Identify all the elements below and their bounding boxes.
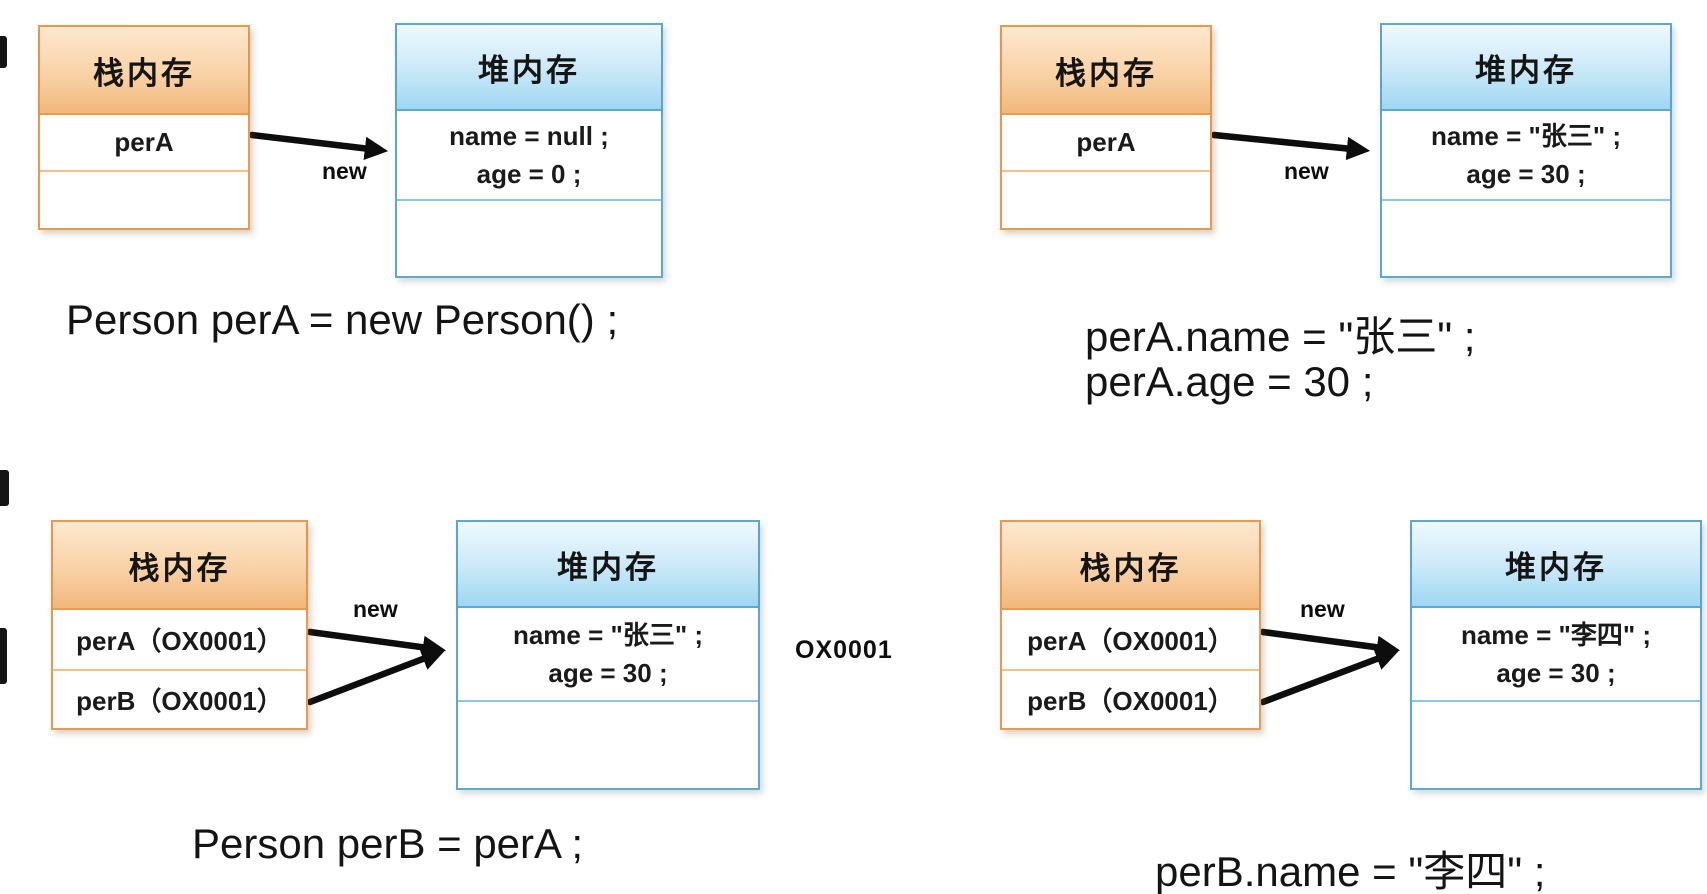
screen-edge-artifact <box>0 628 7 684</box>
stack-memory-header: 栈内存 <box>53 522 306 610</box>
code-caption-step2-line2: perA.age = 30 ; <box>1085 358 1374 405</box>
heap-empty-slot <box>397 201 661 276</box>
heap-field-age: age = 0 ; <box>476 159 582 189</box>
heap-memory-box: 堆内存 name = "李四" ; age = 30 ; <box>1410 520 1702 790</box>
stack-row-perA: perA（OX0001） <box>1002 610 1259 671</box>
new-keyword-label: new <box>1300 596 1345 622</box>
code-caption-step4: perB.name = "李四" ; <box>1155 848 1546 894</box>
stack-memory-box: 栈内存 perA <box>1000 25 1212 230</box>
heap-memory-header: 堆内存 <box>397 25 661 111</box>
stack-memory-header: 栈内存 <box>1002 27 1210 115</box>
heap-field-name: name = null ; <box>449 121 609 151</box>
screen-edge-artifact <box>0 470 9 506</box>
heap-memory-header: 堆内存 <box>1412 522 1700 608</box>
stack-memory-box: 栈内存 perA（OX0001） perB（OX0001） <box>51 520 308 730</box>
code-caption-step1: Person perA = new Person() ; <box>66 296 619 343</box>
screen-edge-artifact <box>0 36 7 68</box>
heap-empty-slot <box>1382 201 1670 276</box>
stack-row-perA: perA <box>1002 115 1210 172</box>
heap-object-fields: name = "张三" ; age = 30 ; <box>458 608 758 702</box>
stack-row-perA: perA（OX0001） <box>53 610 306 671</box>
stack-row-perB: perB（OX0001） <box>1002 671 1259 728</box>
heap-address-label: OX0001 <box>795 636 893 664</box>
heap-field-age: age = 30 ; <box>1466 159 1586 189</box>
code-caption-step2-line1: perA.name = "张三" ; <box>1085 313 1476 360</box>
stack-memory-box: 栈内存 perA（OX0001） perB（OX0001） <box>1000 520 1261 730</box>
heap-object-fields: name = "张三" ; age = 30 ; <box>1382 111 1670 201</box>
heap-object-fields: name = "李四" ; age = 30 ; <box>1412 608 1700 702</box>
heap-empty-slot <box>1412 702 1700 788</box>
stack-memory-box: 栈内存 perA <box>38 25 250 230</box>
stack-memory-header: 栈内存 <box>1002 522 1259 610</box>
stack-empty-slot <box>40 172 248 228</box>
heap-field-name: name = "张三" ; <box>512 620 704 650</box>
stack-memory-header: 栈内存 <box>40 27 248 115</box>
heap-memory-header: 堆内存 <box>1382 25 1670 111</box>
stack-row-perB: perB（OX0001） <box>53 671 306 728</box>
new-keyword-label: new <box>353 596 398 622</box>
heap-empty-slot <box>458 702 758 788</box>
stack-empty-slot <box>1002 172 1210 228</box>
heap-field-age: age = 30 ; <box>548 658 668 688</box>
heap-memory-header: 堆内存 <box>458 522 758 608</box>
heap-field-age: age = 30 ; <box>1496 658 1616 688</box>
heap-memory-box: 堆内存 name = null ; age = 0 ; <box>395 23 663 278</box>
code-caption-step3: Person perB = perA ; <box>192 820 584 867</box>
new-keyword-label: new <box>322 158 367 184</box>
heap-memory-box: 堆内存 name = "张三" ; age = 30 ; <box>1380 23 1672 278</box>
heap-field-name: name = "李四" ; <box>1460 620 1652 650</box>
heap-object-fields: name = null ; age = 0 ; <box>397 111 661 201</box>
heap-memory-box: 堆内存 name = "张三" ; age = 30 ; <box>456 520 760 790</box>
new-keyword-label: new <box>1284 158 1329 184</box>
stack-row-perA: perA <box>40 115 248 172</box>
heap-field-name: name = "张三" ; <box>1430 121 1622 151</box>
